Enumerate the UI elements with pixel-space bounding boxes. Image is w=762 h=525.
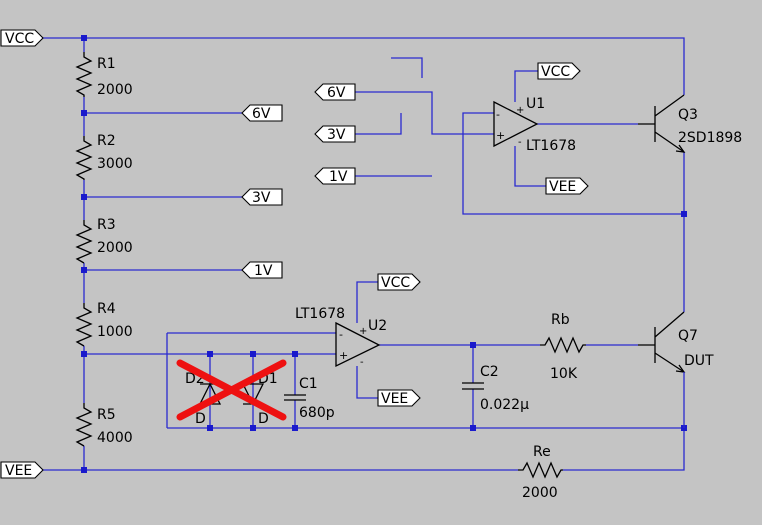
supply-minus-pin: - [360,357,364,368]
net-label-3v-input: 3V [314,125,356,143]
component-value: 1000 [97,324,133,340]
supply-minus-pin: - [518,137,522,148]
component-ref: Q3 [678,107,698,123]
red-cross-mark [176,359,287,421]
component-ref: R5 [97,407,116,423]
opamp-u1: - + + - U1 LT1678 [493,96,576,154]
component-value: 2000 [522,485,558,501]
net-label-text: VEE [5,463,32,479]
net-label-vcc-left: VCC [0,29,44,47]
component-ref: U1 [526,96,545,112]
component-value: LT1678 [526,138,576,154]
net-label-text: VEE [381,391,408,407]
net-label-vee-u1: VEE [545,177,589,195]
component-value: D [258,411,269,427]
resistor-r2: R2 3000 [75,133,133,180]
supply-plus-pin: + [516,105,524,116]
net-label-vee-left: VEE [0,461,44,479]
net-label-3v-tap: 3V [241,188,283,206]
component-ref: Q7 [678,328,698,344]
component-ref: R3 [97,217,116,233]
resistor-re: Re 2000 [518,444,563,501]
net-label-6v-input: 6V [314,83,356,101]
component-ref: C1 [299,376,318,392]
opamp-plus-pin: + [339,349,348,362]
net-label-1v-input: 1V [314,167,356,185]
opamp-u2: - + + - U2 LT1678 [295,306,387,368]
component-value: LT1678 [295,306,345,322]
net-label-text: VEE [549,179,576,195]
opamp-minus-pin: - [496,108,500,121]
component-ref: Rb [551,312,570,328]
net-label-text: 1V [254,263,273,279]
net-label-text: 3V [327,127,346,143]
net-label-text: VCC [5,31,34,47]
component-value: DUT [684,353,714,369]
net-label-text: 6V [252,106,271,122]
component-value: 3000 [97,156,133,172]
resistor-r3: R3 2000 [75,217,133,264]
capacitor-c2: C2 0.022µ [462,364,529,413]
net-label-text: VCC [381,275,410,291]
component-value: D [195,411,206,427]
opamp-plus-pin: + [496,129,505,142]
net-label-text: 1V [329,169,348,185]
net-label-text: VCC [541,64,570,80]
net-label-1v-tap: 1V [241,261,283,279]
component-ref: R2 [97,133,116,149]
resistor-r5: R5 4000 [75,403,133,447]
component-ref: Re [533,444,551,460]
component-ref: U2 [368,318,387,334]
opamp-minus-pin: - [339,328,343,341]
component-ref: C2 [480,364,499,380]
resistor-rb: Rb 10K [540,312,586,382]
component-value: 2000 [97,240,133,256]
net-label-6v-tap: 6V [241,104,283,122]
net-label-vcc-u1: VCC [537,62,581,80]
capacitor-c1: C1 680p [284,376,335,421]
component-value: 10K [550,366,578,382]
resistor-r1: R1 2000 [75,52,133,98]
junction-dots [81,35,687,473]
net-label-text: 3V [252,190,271,206]
component-ref: R4 [97,301,116,317]
supply-plus-pin: + [359,326,367,337]
net-label-text: 6V [327,85,346,101]
net-label-vee-u2: VEE [377,389,421,407]
component-ref: R1 [97,56,116,72]
component-value: 680p [299,405,335,421]
transistor-q7: Q7 DUT [638,311,714,428]
resistor-r4: R4 1000 [75,301,133,347]
wires [43,37,685,471]
component-value: 0.022µ [480,397,529,413]
component-value: 2SD1898 [678,130,742,146]
transistor-q3: Q3 2SD1898 [638,94,742,153]
net-label-vcc-u2: VCC [377,273,421,291]
component-value: 2000 [97,82,133,98]
component-value: 4000 [97,430,133,446]
